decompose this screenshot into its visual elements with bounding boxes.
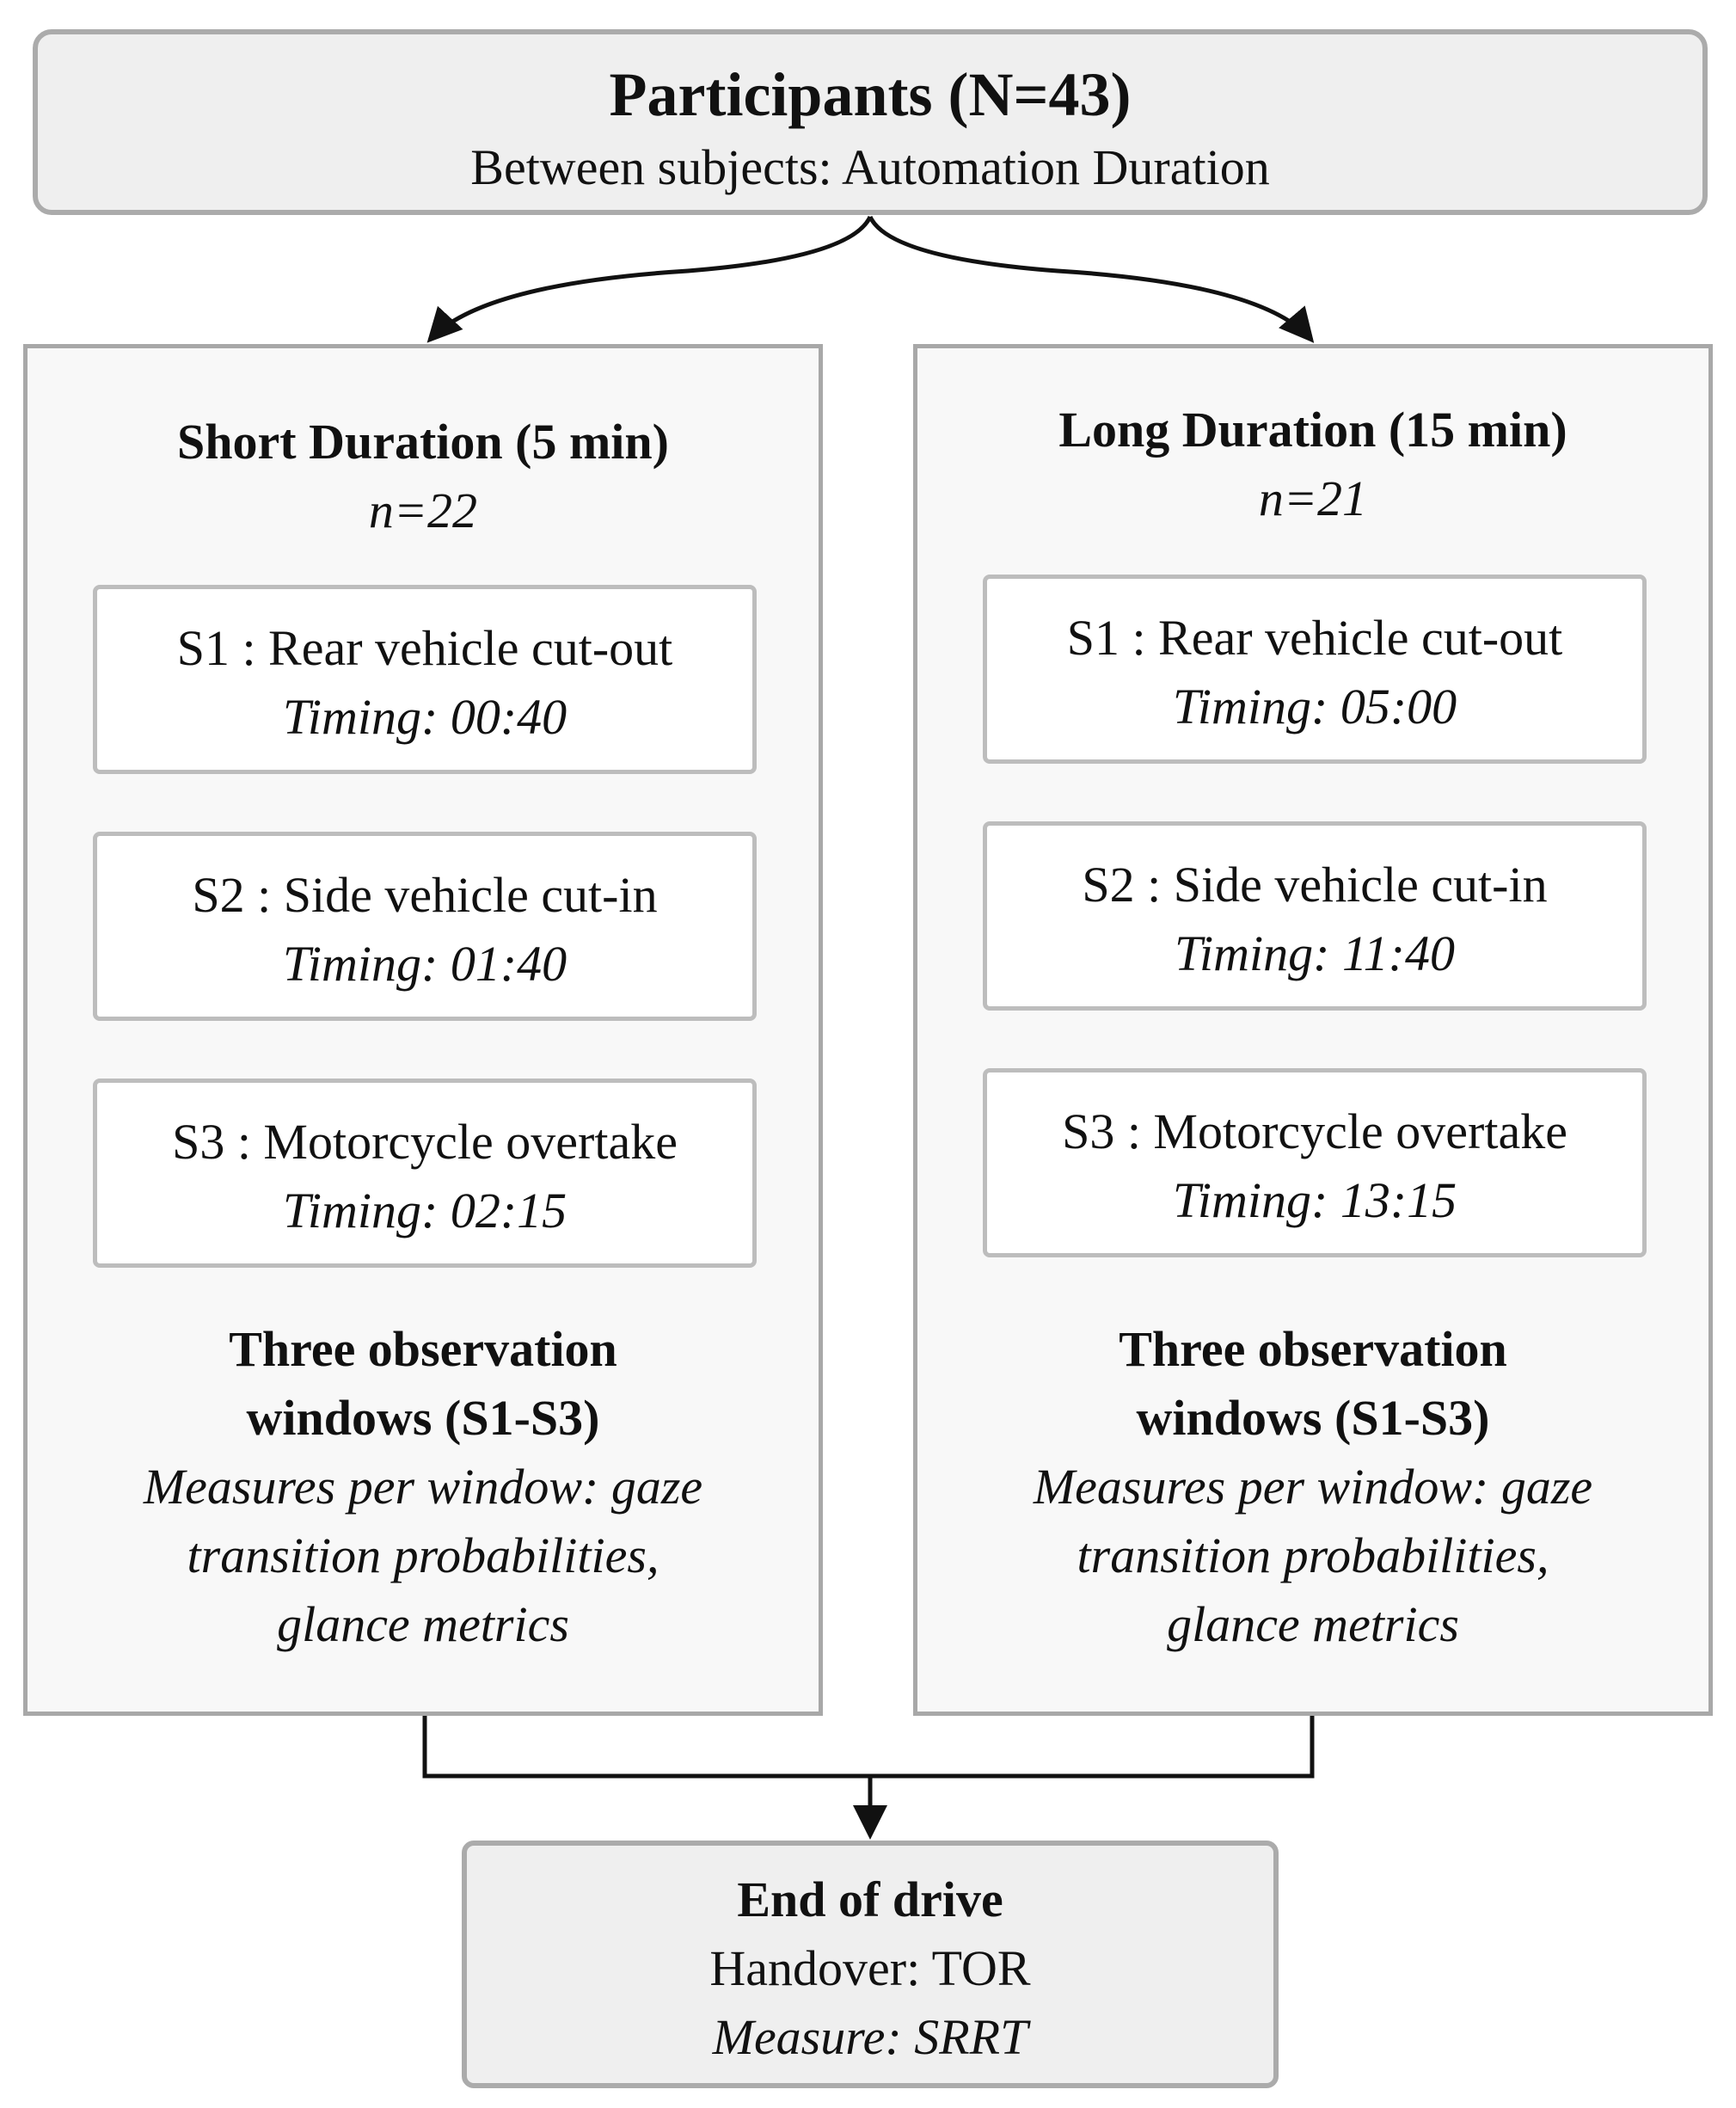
measures-line3: glance metrics — [1167, 1596, 1459, 1652]
short-duration-group: Short Duration (5 min) n=22 S1 : Rear ve… — [23, 344, 823, 1716]
scenario-label: S3 : Motorcycle overtake — [172, 1114, 678, 1170]
participants-box: Participants (N=43) Between subjects: Au… — [33, 29, 1708, 215]
measures-line2: transition probabilities, — [187, 1527, 659, 1583]
scenario-s2: S2 : Side vehicle cut-in Timing: 11:40 — [983, 821, 1647, 1011]
group-title: Long Duration (15 min) — [1058, 402, 1567, 458]
scenario-timing: Timing: 00:40 — [282, 689, 567, 745]
participants-title: Participants (N=43) — [609, 60, 1132, 129]
scenario-label: S2 : Side vehicle cut-in — [192, 867, 658, 923]
measures-line3: glance metrics — [277, 1596, 569, 1652]
scenario-timing: Timing: 02:15 — [282, 1183, 567, 1238]
scenario-timing: Timing: 13:15 — [1172, 1172, 1457, 1228]
group-title: Short Duration (5 min) — [177, 414, 669, 470]
end-of-drive-box: End of drive Handover: TOR Measure: SRRT — [462, 1841, 1279, 2088]
scenario-label: S1 : Rear vehicle cut-out — [176, 620, 673, 676]
scenario-timing: Timing: 11:40 — [1175, 925, 1455, 981]
scenario-label: S2 : Side vehicle cut-in — [1082, 857, 1548, 913]
end-measure: Measure: SRRT — [712, 2009, 1028, 2065]
merge-line — [422, 1716, 1315, 1779]
scenario-label: S1 : Rear vehicle cut-out — [1066, 610, 1563, 666]
scenario-label: S3 : Motorcycle overtake — [1062, 1103, 1567, 1159]
group-n: n=21 — [1258, 470, 1368, 526]
measures-line2: transition probabilities, — [1077, 1527, 1549, 1583]
scenario-timing: Timing: 01:40 — [282, 936, 567, 992]
scenario-timing: Timing: 05:00 — [1172, 679, 1457, 734]
windows-line1: Three observation — [229, 1321, 617, 1377]
windows-line2: windows (S1-S3) — [246, 1390, 600, 1446]
windows-line1: Three observation — [1119, 1321, 1507, 1377]
scenario-s1: S1 : Rear vehicle cut-out Timing: 00:40 — [93, 585, 757, 774]
arrow-to-long — [868, 215, 1315, 343]
long-duration-group: Long Duration (15 min) n=21 S1 : Rear ve… — [913, 344, 1713, 1716]
measures-line1: Measures per window: gaze — [143, 1459, 703, 1515]
scenario-s2: S2 : Side vehicle cut-in Timing: 01:40 — [93, 832, 757, 1021]
scenario-s1: S1 : Rear vehicle cut-out Timing: 05:00 — [983, 575, 1647, 764]
arrow-to-short — [426, 215, 873, 343]
group-n: n=22 — [368, 482, 478, 538]
participants-subtitle: Between subjects: Automation Duration — [470, 139, 1270, 195]
end-title: End of drive — [737, 1871, 1003, 1927]
measures-line1: Measures per window: gaze — [1033, 1459, 1593, 1515]
scenario-s3: S3 : Motorcycle overtake Timing: 02:15 — [93, 1079, 757, 1268]
scenario-s3: S3 : Motorcycle overtake Timing: 13:15 — [983, 1068, 1647, 1257]
end-handover: Handover: TOR — [709, 1940, 1031, 1996]
windows-line2: windows (S1-S3) — [1136, 1390, 1490, 1446]
